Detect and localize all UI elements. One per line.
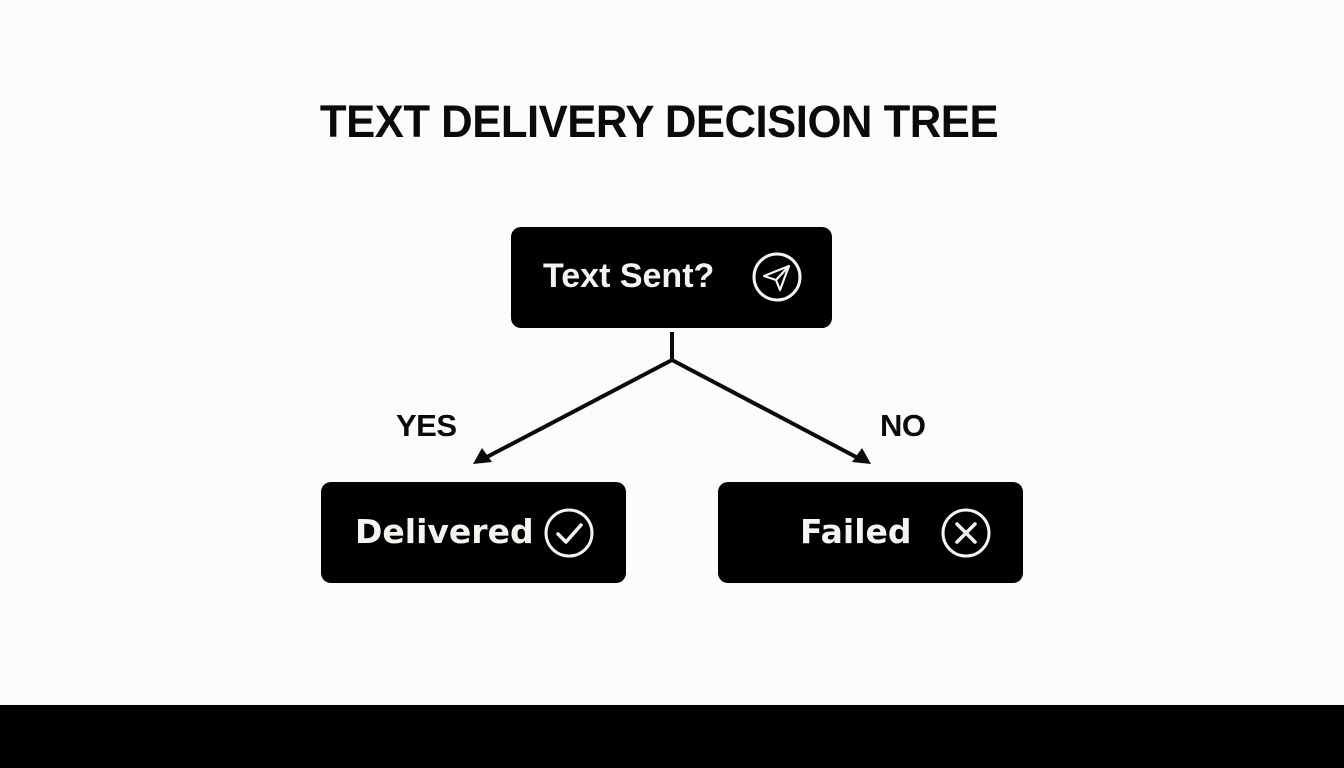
node-failed: Failed	[718, 482, 1023, 583]
node-delivered: Delivered	[321, 482, 626, 583]
node-label: Text Sent?	[543, 257, 715, 295]
diagram-title: TEXT DELIVERY DECISION TREE	[319, 96, 999, 147]
paper-plane-icon	[752, 252, 802, 302]
check-circle-icon	[544, 508, 594, 558]
bottom-black-bar	[0, 705, 1344, 768]
no-branch-line	[671, 358, 859, 460]
node-label: Delivered	[355, 512, 534, 551]
node-label: Failed	[800, 512, 912, 551]
x-circle-icon	[941, 508, 991, 558]
no-branch-label: NO	[880, 408, 926, 443]
yes-branch-line	[484, 358, 673, 460]
no-arrowhead	[852, 448, 871, 464]
node-text-sent: Text Sent?	[511, 227, 832, 328]
yes-branch-label: YES	[396, 408, 457, 443]
yes-arrowhead	[473, 448, 492, 464]
